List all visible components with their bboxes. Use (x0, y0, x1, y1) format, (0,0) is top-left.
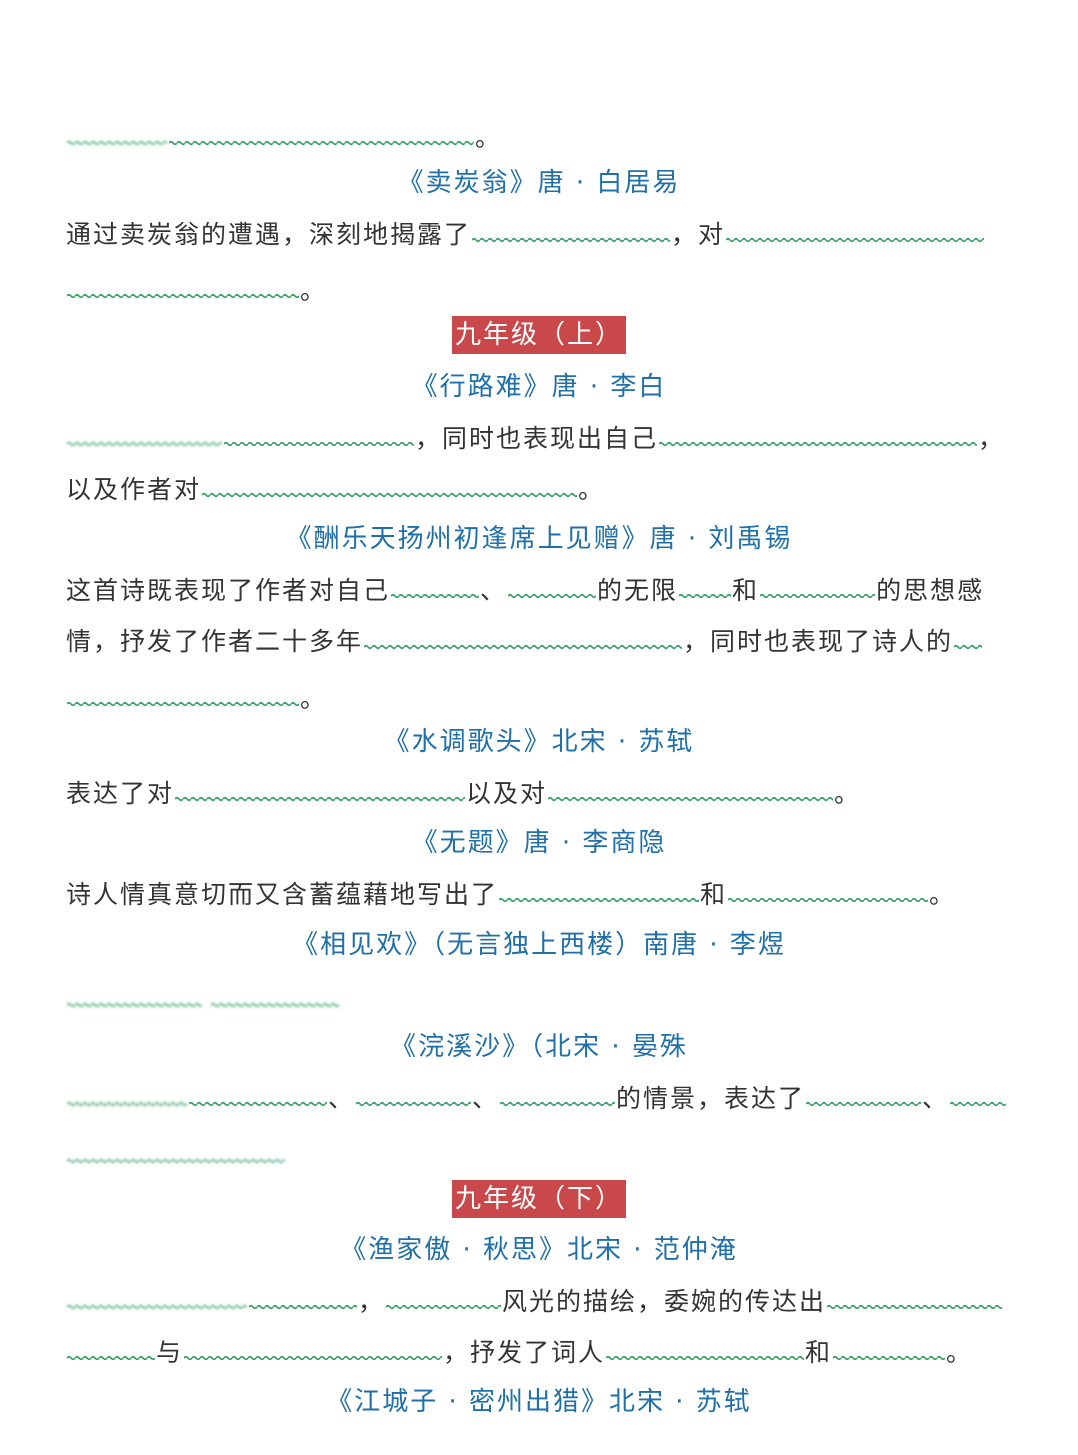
prompt-text: 和 (805, 1338, 833, 1367)
answer-blank[interactable] (169, 120, 474, 146)
punctuation: 。 (946, 1338, 974, 1367)
fill-line: 以及作者对 。 (66, 472, 1014, 508)
answer-blank[interactable] (249, 1284, 357, 1310)
answer-blank[interactable] (67, 273, 299, 299)
answer-blank[interactable] (499, 877, 700, 903)
punctuation: 。 (475, 123, 503, 152)
fill-line: 通过卖炭翁的遭遇，深刻地揭露了 ，对 (66, 217, 1014, 253)
answer-blank[interactable] (806, 1081, 922, 1107)
punctuation: 、 (922, 1084, 950, 1113)
answer-blank[interactable] (827, 1284, 1003, 1310)
answer-blank[interactable] (391, 573, 480, 599)
poem-title-shuidiao: 《水调歌头》北宋 · 苏轼 (383, 727, 695, 757)
punctuation: 、 (480, 576, 508, 605)
answer-blank[interactable] (67, 1138, 285, 1164)
answer-blank[interactable] (606, 1335, 805, 1361)
answer-blank[interactable] (67, 1335, 155, 1361)
poem-title-xiangjianhuan: 《相见欢》（无言独上西楼）南唐 · 李煜 (292, 930, 786, 960)
answer-blank[interactable] (184, 1335, 443, 1361)
prompt-text: ，对 (671, 220, 726, 249)
poem-title-yujiaao: 《渔家傲 · 秋思》北宋 · 范仲淹 (340, 1235, 738, 1265)
punctuation: ， (358, 1287, 386, 1316)
poem-title-maitanweng: 《卖炭翁》唐 · 白居易 (397, 168, 681, 198)
prompt-text: 以及对 (466, 779, 548, 808)
prompt-text: 与 (156, 1338, 184, 1367)
answer-blank[interactable] (67, 120, 167, 146)
answer-blank[interactable] (472, 217, 671, 243)
prompt-text: 通过卖炭翁的遭遇，深刻地揭露了 (66, 220, 472, 249)
fill-line (66, 1138, 1014, 1174)
answer-blank[interactable] (760, 573, 876, 599)
fill-line: ，同时也表现出自己 ， (66, 421, 1014, 457)
answer-blank[interactable] (202, 472, 578, 498)
fill-line (66, 982, 1014, 1018)
answer-blank[interactable] (500, 1081, 616, 1107)
fill-line: 、 、 的情景，表达了 、 (66, 1081, 1014, 1117)
fill-line: 。 (66, 681, 1014, 717)
punctuation: 。 (929, 880, 957, 909)
punctuation: 。 (834, 779, 862, 808)
answer-blank[interactable] (659, 421, 978, 447)
punctuation: 。 (578, 475, 606, 504)
answer-blank[interactable] (175, 776, 466, 802)
punctuation: 。 (300, 684, 328, 713)
answer-blank[interactable] (386, 1284, 502, 1310)
poem-title-choulet: 《酬乐天扬州初逢席上见赠》唐 · 刘禹锡 (285, 524, 793, 554)
punctuation: ， (978, 424, 1006, 453)
prompt-text: ，同时也表现出自己 (415, 424, 659, 453)
top-fill-line: 。 (66, 120, 1014, 156)
answer-blank[interactable] (508, 573, 597, 599)
answer-blank[interactable] (548, 776, 834, 802)
prompt-text: 情，抒发了作者二十多年 (66, 627, 364, 656)
poem-title-xinglunan: 《行路难》唐 · 李白 (411, 372, 667, 402)
prompt-text: 的情景，表达了 (616, 1084, 806, 1113)
fill-line: 与 ，抒发了词人 和 。 (66, 1335, 1014, 1371)
answer-blank[interactable] (67, 681, 299, 707)
poem-title-wuti: 《无题》唐 · 李商隐 (411, 828, 667, 858)
poem-title-huanxisha: 《浣溪沙》（北宋 · 晏殊 (390, 1032, 688, 1062)
prompt-text: 和 (700, 880, 728, 909)
punctuation: 。 (300, 276, 328, 305)
fill-line: 这首诗既表现了作者对自己 、 的无限 和 的思想感 (66, 573, 1014, 609)
prompt-text: 风光的描绘，委婉的传达出 (502, 1287, 827, 1316)
answer-blank[interactable] (356, 1081, 472, 1107)
grade-badge-9b: 九年级（下） (452, 1180, 626, 1218)
answer-blank[interactable] (950, 1081, 1007, 1107)
fill-line: ， 风光的描绘，委婉的传达出 (66, 1284, 1014, 1320)
fill-line: 。 (66, 273, 1014, 309)
fill-line: 表达了对 以及对 。 (66, 776, 1014, 812)
prompt-text: ，抒发了词人 (443, 1338, 606, 1367)
answer-blank[interactable] (211, 982, 339, 1008)
answer-blank[interactable] (189, 1081, 327, 1107)
answer-blank[interactable] (67, 982, 202, 1008)
answer-blank[interactable] (67, 421, 222, 447)
prompt-text: 和 (732, 576, 760, 605)
prompt-text: 的思想感 (876, 576, 985, 605)
answer-blank[interactable] (679, 573, 732, 599)
prompt-text: 诗人情真意切而又含蓄蕴藉地写出了 (66, 880, 499, 909)
prompt-text: ，同时也表现了诗人的 (683, 627, 954, 656)
answer-blank[interactable] (726, 217, 985, 243)
poem-title-jiangchengzi: 《江城子 · 密州出猎》北宋 · 苏轼 (326, 1387, 752, 1417)
answer-blank[interactable] (67, 1081, 187, 1107)
punctuation: 、 (472, 1084, 500, 1113)
fill-line: 诗人情真意切而又含蓄蕴藉地写出了 和 。 (66, 877, 1014, 913)
prompt-text: 的无限 (597, 576, 679, 605)
answer-blank[interactable] (224, 421, 414, 447)
answer-blank[interactable] (67, 1284, 247, 1310)
punctuation: 、 (328, 1084, 356, 1113)
prompt-text: 这首诗既表现了作者对自己 (66, 576, 391, 605)
fill-line: 情，抒发了作者二十多年 ，同时也表现了诗人的 (66, 624, 1014, 660)
grade-badge-9a: 九年级（上） (452, 316, 626, 354)
answer-blank[interactable] (728, 877, 929, 903)
answer-blank[interactable] (364, 624, 683, 650)
answer-blank[interactable] (954, 624, 983, 650)
prompt-text: 以及作者对 (66, 475, 202, 504)
answer-blank[interactable] (833, 1335, 946, 1361)
prompt-text: 表达了对 (66, 779, 175, 808)
